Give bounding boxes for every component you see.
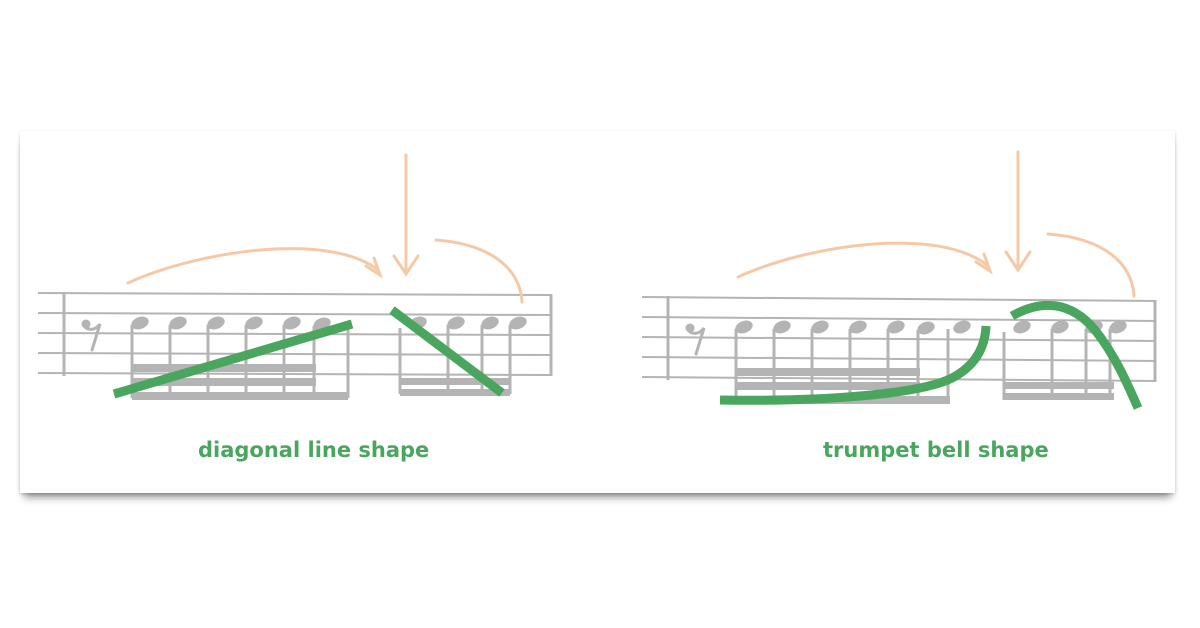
- note-group-right-a: [734, 320, 971, 404]
- down-arrow-icon: [1004, 150, 1032, 273]
- curved-arrow-icon: [1046, 232, 1136, 298]
- trumpet-bell-shape: [719, 300, 1143, 410]
- note-group-right-b: [1002, 320, 1127, 400]
- eighth-rest-icon: [81, 319, 102, 352]
- down-arrow-icon: [392, 153, 420, 277]
- panel-left: [37, 153, 553, 400]
- curved-arrow-icon: [126, 247, 383, 285]
- curved-arrow-icon: [736, 241, 993, 279]
- note-group-left-a: [130, 316, 350, 400]
- curved-arrow-icon: [434, 238, 524, 304]
- figure-card: [20, 131, 1175, 493]
- diagonal-line-shape: [112, 306, 505, 399]
- staff-left: [37, 292, 553, 376]
- caption-diagonal-line-shape: diagonal line shape: [198, 438, 430, 462]
- staff-right: [641, 296, 1157, 382]
- caption-trumpet-bell-shape: trumpet bell shape: [823, 438, 1049, 462]
- panel-right: [641, 150, 1157, 410]
- eighth-rest-icon: [685, 323, 706, 356]
